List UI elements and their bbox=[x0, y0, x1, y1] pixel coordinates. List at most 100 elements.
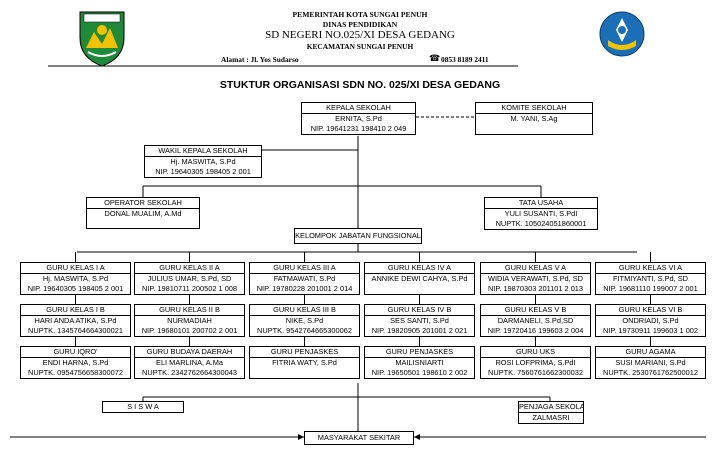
guru-role: GURU BUDAYA DAERAH bbox=[146, 347, 233, 356]
wakil-kepala-box: WAKIL KEPALA SEKOLAH Hj. MASWITA, S.Pd N… bbox=[144, 145, 262, 178]
wakil-name: Hj. MASWITA, S.Pd bbox=[145, 156, 261, 167]
guru-id: NIP. 19680101 200702 2 001 bbox=[141, 326, 238, 335]
guru-role: GURU KELAS II A bbox=[159, 263, 220, 272]
kepala-role: KEPALA SEKOLAH bbox=[326, 103, 391, 112]
guru-name: FATMAWATI, S.Pd bbox=[250, 273, 359, 284]
guru-name: ONDRIADI, S.Pd bbox=[596, 315, 705, 326]
guru-role: GURU UKS bbox=[515, 347, 555, 356]
kepala-name: ERNITA, S.Pd bbox=[302, 113, 415, 124]
guru-role: GURU KELAS III A bbox=[273, 263, 336, 272]
tata-usaha-id: NUPTK. 105024051860001 bbox=[495, 219, 587, 228]
guru-role: GURU IQRO' bbox=[53, 347, 98, 356]
guru-name: FITMIYANTI, S.Pd, SD bbox=[596, 273, 705, 284]
guru-role: GURU KELAS IV B bbox=[387, 305, 452, 314]
guru-role: GURU KELAS V B bbox=[504, 305, 567, 314]
wakil-role: WAKIL KEPALA SEKOLAH bbox=[158, 146, 248, 155]
guru-id: NIP. 19820905 201001 2 021 bbox=[371, 326, 468, 335]
guru-id: NIP. 19640305 198405 2 001 bbox=[27, 284, 124, 293]
guru-name: MAILISNIARTI bbox=[365, 357, 474, 368]
guru-role: GURU KELAS VI B bbox=[618, 305, 683, 314]
guru-role: GURU KELAS V A bbox=[504, 263, 567, 272]
header-line4: KECAMATAN SUNGAI PENUH bbox=[306, 42, 414, 51]
header-line1: PEMERINTAH KOTA SUNGAI PENUH bbox=[292, 10, 428, 19]
header-line2: DINAS PENDIDIKAN bbox=[322, 20, 398, 29]
guru-role: GURU KELAS I A bbox=[46, 263, 105, 272]
guru-role: GURU KELAS IV A bbox=[387, 263, 452, 272]
penjaga-role: PENJAGA SEKOLAH bbox=[519, 402, 584, 411]
guru-id bbox=[365, 284, 474, 294]
guru-role: GURU KELAS VI A bbox=[618, 263, 683, 272]
guru-id: NUPTK. 2530761762500012 bbox=[603, 368, 698, 377]
kelompok-jabatan-box: KELOMPOK JABATAN FUNGSIONAL bbox=[294, 228, 422, 244]
guru-id: NUPTK. 7560761662300032 bbox=[488, 368, 583, 377]
guru-name: JULIUS UMAR, S.Pd, SD bbox=[135, 273, 244, 284]
operator-name: DONAL MUALIM, A.Md bbox=[87, 208, 199, 219]
phone-icon: ☎ bbox=[429, 53, 441, 63]
guru-role: GURU KELAS I B bbox=[46, 305, 105, 314]
guru-name: HARI ANDA ATIKA, S.Pd bbox=[21, 315, 130, 326]
guru-name: SUSI MARIANI, S.Pd bbox=[596, 357, 705, 368]
guru-id: NIP. 19720416 199603 2 004 bbox=[487, 326, 584, 335]
guru-id: NUPTK. 1345764664300021 bbox=[28, 326, 123, 335]
guru-id: NUPTK. 9542764665300062 bbox=[257, 326, 352, 335]
education-logo-icon bbox=[599, 11, 645, 57]
operator-role: OPERATOR SEKOLAH bbox=[104, 198, 182, 207]
komite-name: M. YANI, S.Ag bbox=[476, 113, 592, 124]
masyarakat-role: MASYARAKAT SEKITAR bbox=[317, 433, 401, 442]
page-title: STUKTUR ORGANISASI SDN NO. 025/XI DESA G… bbox=[219, 79, 501, 91]
guru-id: NIP. 19650501 198610 2 002 bbox=[371, 368, 468, 377]
guru-id: NIP. 19730911 199603 1 002 bbox=[602, 326, 699, 335]
guru-role: GURU AGAMA bbox=[625, 347, 676, 356]
guru-id: NIP. 19810711 200502 1 008 bbox=[141, 284, 238, 293]
guru-name: WIDIA VERAWATI, S.Pd, SD bbox=[481, 273, 590, 284]
masyarakat-sekitar-box: MASYARAKAT SEKITAR bbox=[304, 431, 414, 445]
guru-id bbox=[250, 368, 359, 378]
guru-id: NUPTK. 2342762664300043 bbox=[142, 368, 237, 377]
operator-sekolah-box: OPERATOR SEKOLAH DONAL MUALIM, A.Md bbox=[86, 197, 200, 229]
tata-usaha-name: YULI SUSANTI, S.PdI bbox=[485, 208, 597, 219]
guru-name: NIKE, S.Pd bbox=[250, 315, 359, 326]
guru-name: ELI MARLINA, A.Ma bbox=[135, 357, 244, 368]
guru-name: SES SANTI, S.Pd bbox=[365, 315, 474, 326]
city-logo-icon bbox=[79, 11, 125, 67]
guru-role: GURU KELAS III B bbox=[273, 305, 336, 314]
arrow-right-head bbox=[414, 434, 420, 440]
header-address: Alamat : Jl. Yos Sudarso bbox=[221, 55, 299, 64]
penjaga-sekolah-box: PENJAGA SEKOLAH ZALMASRI bbox=[518, 401, 584, 424]
guru-name: ANNIKE DEWI CAHYA, S.Pd bbox=[365, 273, 474, 284]
siswa-box: S I S W A bbox=[102, 401, 184, 413]
guru-name: NURMADIAH bbox=[135, 315, 244, 326]
tata-usaha-box: TATA USAHA YULI SUSANTI, S.PdI NUPTK. 10… bbox=[484, 197, 598, 230]
header-phone: 0853 8189 2411 bbox=[441, 55, 489, 64]
kelompok-role: KELOMPOK JABATAN FUNGSIONAL bbox=[295, 231, 421, 240]
guru-role: GURU KELAS II B bbox=[159, 305, 220, 314]
guru-role: GURU PENJASKES bbox=[270, 347, 339, 356]
guru-id: NIP. 19681110 199007 2 001 bbox=[603, 284, 698, 293]
guru-name: Hj. MASWITA, S.Pd bbox=[21, 273, 130, 284]
guru-name: ENDI HARNA, S.Pd bbox=[21, 357, 130, 368]
guru-name: DARMANELI, S.Pd,SD bbox=[481, 315, 590, 326]
guru-id: NIP. 19870303 201101 2 013 bbox=[487, 284, 584, 293]
komite-sekolah-box: KOMITE SEKOLAH M. YANI, S.Ag bbox=[475, 102, 593, 135]
header-line3: SD NEGERI NO.025/XI DESA GEDANG bbox=[265, 29, 455, 41]
komite-role: KOMITE SEKOLAH bbox=[501, 103, 567, 112]
kepala-sekolah-box: KEPALA SEKOLAH ERNITA, S.Pd NIP. 1964123… bbox=[301, 102, 416, 135]
tata-usaha-role: TATA USAHA bbox=[518, 198, 564, 207]
